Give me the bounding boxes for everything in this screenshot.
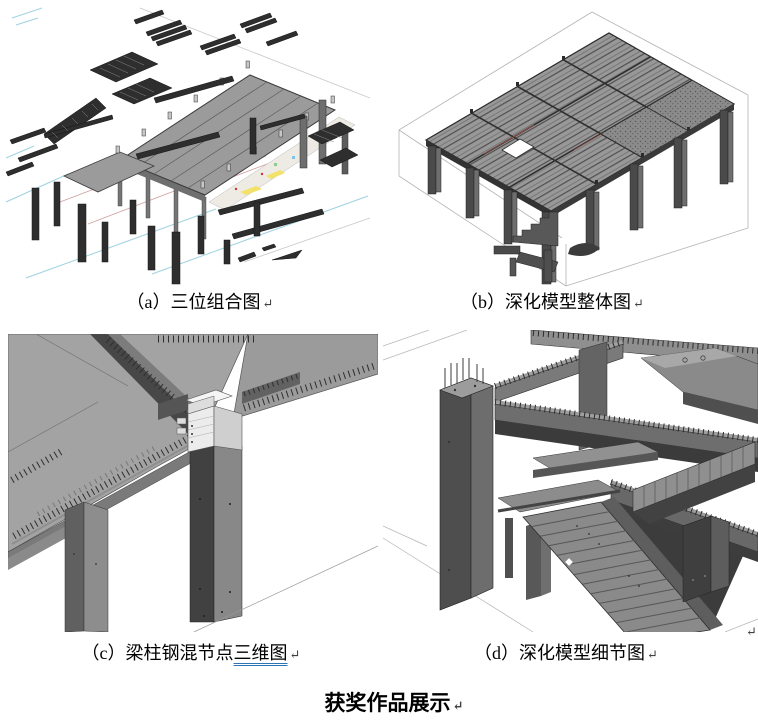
caption-figure-d: （d）深化模型细节图↵ [474,642,658,666]
paragraph-mark: ↵ [289,647,301,662]
figure-c-joint-detail-image[interactable] [8,334,378,632]
upper-landing [532,441,659,478]
caption-d-text: （d）深化模型细节图 [474,643,646,663]
steel-joint [158,372,300,453]
left-column [64,501,109,632]
figure-c-render [8,334,378,632]
caption-a-text: （a）三位组合图 [126,292,261,312]
caption-figure-a: （a）三位组合图↵ [127,291,274,315]
page-title: 获奖作品展示↵ [325,690,464,719]
right-column [189,436,243,623]
figure-a-render [5,7,370,285]
figure-d-render [383,330,758,632]
line-break-mark: ↵ [746,624,757,639]
left-tall-column [439,358,494,611]
caption-c-text: （c）梁柱钢混节点 [81,643,234,663]
roof-slab [63,74,337,202]
back-structure [494,330,758,451]
page-title-text: 获奖作品展示 [324,691,451,715]
paragraph-mark: ↵ [452,698,464,713]
upper-stair-flight [632,441,756,524]
caption-c-underlined-text: 三维图 [233,643,288,666]
figure-a-exploded-assembly-image[interactable] [4,6,370,286]
paragraph-mark: ↵ [633,296,644,311]
grid-line [193,545,378,632]
rebar-row-light [36,443,160,517]
plank-deck [424,32,736,217]
caption-b-text: （b）深化模型整体图 [460,292,632,312]
hatch-marks [51,55,343,143]
figure-d-model-detail-image[interactable] [383,330,758,632]
figure-b-render [398,11,749,287]
caption-figure-c: （c）梁柱钢混节点三维图↵ [81,642,301,666]
support-columns [427,109,734,285]
scattered-members [5,9,359,285]
staircase [493,211,600,283]
paragraph-mark: ↵ [262,296,274,311]
right-column [682,515,730,603]
figure-b-overall-model-image[interactable] [394,0,758,292]
paragraph-mark: ↵ [647,647,658,662]
bounding-wireframe [398,11,749,287]
caption-figure-b: （b）深化模型整体图↵ [460,291,644,315]
